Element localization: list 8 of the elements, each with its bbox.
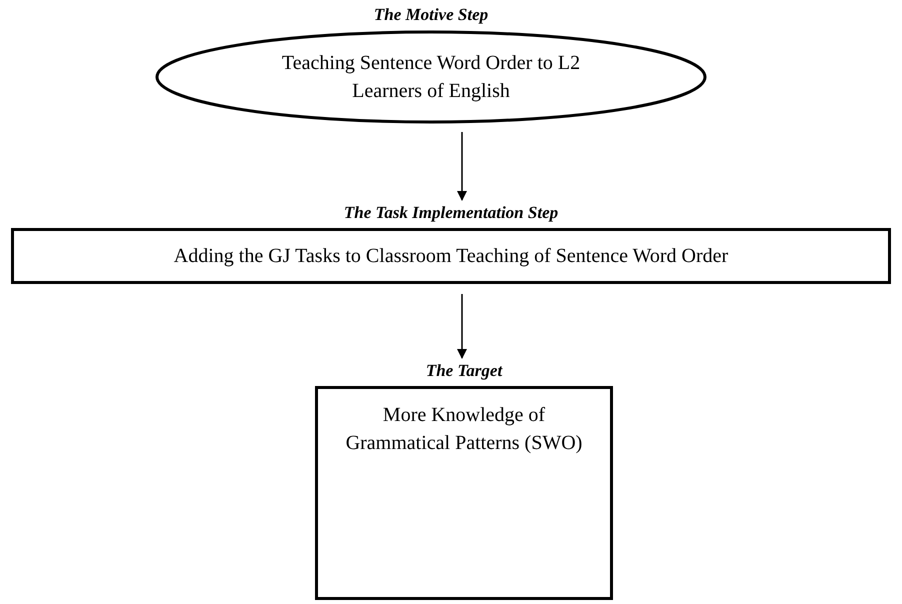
step-heading: The Task Implementation Step (344, 202, 558, 224)
arrow (457, 132, 467, 201)
step-text: Adding the GJ Tasks to Classroom Teaching of Sentence Word Order (174, 244, 728, 269)
step-heading: The Target (426, 360, 502, 382)
arrow (457, 294, 467, 359)
step-text: More Knowledge of Grammatical Patterns (SWO) (344, 403, 584, 456)
step-heading: The Motive Step (374, 4, 488, 26)
step-text: Teaching Sentence Word Order to L2 Learners of English (281, 51, 581, 104)
